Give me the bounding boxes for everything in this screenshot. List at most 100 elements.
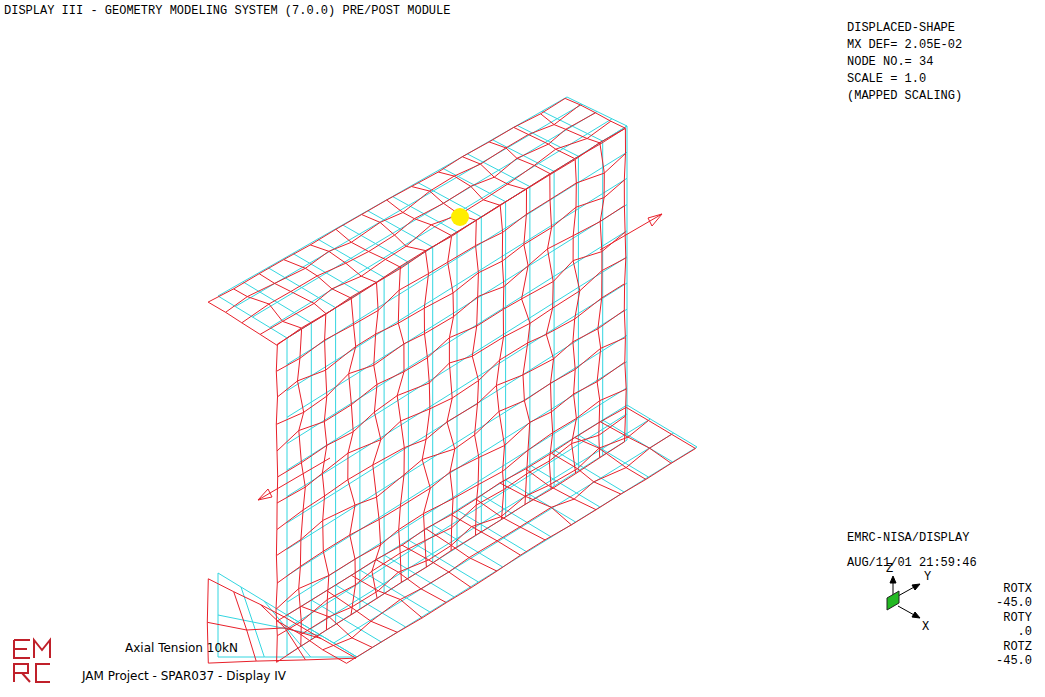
mesh-line [472,220,479,535]
mesh-line [336,229,402,267]
mesh-line [234,289,302,328]
mesh-line [496,205,504,520]
rotation-label: ROTZ [1003,640,1032,654]
mesh-line [627,126,628,440]
mesh-line [481,217,482,532]
mesh-line [517,125,578,156]
mesh-line [277,621,346,663]
mesh-line [301,606,372,647]
mesh-line [276,206,624,425]
mesh-line [277,310,624,529]
mesh-line [541,114,602,144]
mesh-line [500,483,572,525]
mesh-line [285,617,356,658]
project-label: JAM Project - SPAR037 - Display IV [82,669,286,683]
status-text: DISPLACED-SHAPE [847,21,955,35]
mesh-line [575,438,646,480]
rotation-value: .0 [1018,625,1032,639]
mesh-line [259,274,326,314]
mesh-line [626,407,695,448]
mesh-line [578,156,579,470]
mesh-line [301,421,649,635]
mesh-line [260,604,305,660]
mesh-line [422,251,430,568]
axis-label: Y [924,570,931,584]
max-deflection-node [451,208,469,226]
mesh-line [226,105,580,312]
mesh-line [476,499,545,540]
mesh-line [408,262,409,578]
emrc-logo [14,640,50,682]
load-arrowhead [258,489,272,500]
mesh-line [565,98,625,128]
mesh-line [293,253,360,292]
mesh-line [276,338,625,556]
mesh-line [335,308,336,625]
undeformed-mesh [218,97,697,657]
mesh-line [208,302,277,345]
rotation-value: -45.0 [996,596,1032,610]
mesh-line [323,434,672,650]
mesh-line [327,591,398,633]
axis-label: Z [886,562,893,576]
mesh-line [268,268,336,308]
status-text: SCALE = 1.0 [847,72,926,86]
mesh-line [357,447,697,657]
mesh-line [438,172,500,205]
mesh-line [311,323,312,640]
mesh-line [529,187,530,502]
mesh-line [546,175,553,490]
mesh-line [597,143,604,458]
mesh-line [514,127,575,158]
mesh-line [242,113,596,323]
header-title: DISPLAY III - GEOMETRY MODELING SYSTEM (… [4,4,450,18]
mesh-line [554,171,555,486]
deformed-mesh [207,98,695,663]
mesh-line [208,98,565,302]
mesh-line [287,338,288,655]
mesh-line [432,247,433,563]
mesh-line [298,329,306,646]
mesh-line [322,314,329,630]
mesh-line [522,189,530,504]
mesh-line [393,197,458,233]
mesh-line [624,128,626,441]
mesh-line [451,515,520,556]
mesh-line [278,180,625,397]
mesh-line [218,615,322,636]
axis-triad [887,576,920,618]
mesh-line [208,579,284,617]
timestamp: AUG/11/01 21:59:46 [847,556,977,570]
mesh-line [277,407,626,621]
axis-label: X [922,620,929,634]
mesh-line [372,282,381,598]
mesh-line [457,232,458,548]
mesh-line [567,97,627,126]
mesh-line [572,160,580,474]
software-name: EMRC-NISA/DISPLAY [847,531,969,545]
status-text: NODE NO.= 34 [847,55,933,69]
mesh-line [348,297,356,615]
load-arrowhead [648,214,662,226]
mesh-line [243,282,311,323]
mesh-line [602,141,603,455]
rotation-label: ROTY [1003,611,1032,625]
mesh-line [278,258,626,477]
mesh-line [347,449,696,664]
mesh-line [447,236,455,550]
mesh-line [368,211,433,247]
rotation-label: ROTX [1003,582,1032,596]
mesh-line [387,200,451,235]
mesh-line [462,157,525,190]
mesh-line [276,344,278,662]
status-text: MX DEF= 2.05E-02 [847,38,962,52]
status-text: (MAPPED SCALING) [847,89,962,103]
mesh-line [551,453,621,494]
mesh-line [359,293,360,609]
rotation-value: -45.0 [996,654,1032,668]
mesh-line [284,260,352,299]
mesh-line [376,560,447,603]
mesh-line [397,266,404,582]
load-case-label: Axial Tension 10kN [125,641,238,655]
